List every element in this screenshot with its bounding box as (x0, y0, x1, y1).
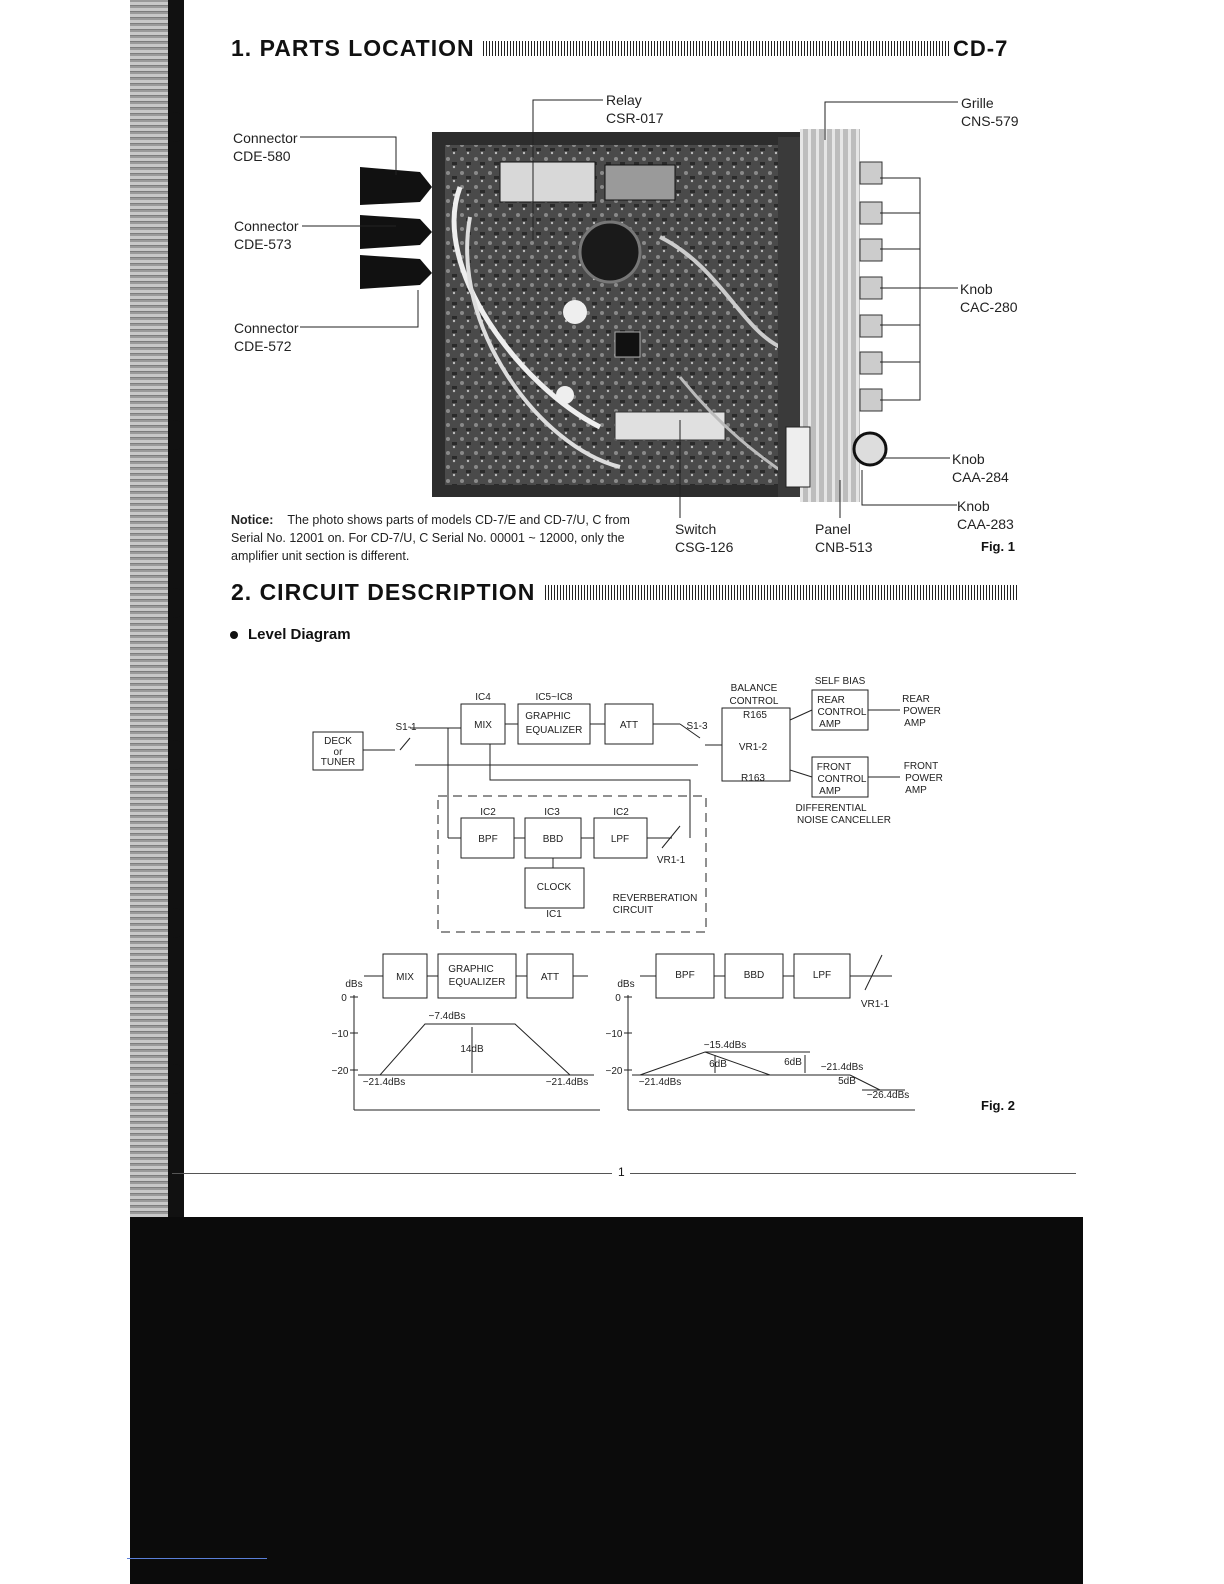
block-lpf: LPF (611, 834, 629, 845)
footer-rule-left (172, 1173, 612, 1174)
graph-block-graphic: GRAPHIC (448, 964, 494, 975)
scan-artifact-line (127, 1558, 267, 1559)
label-front-out: FRONT (904, 761, 938, 772)
left-axis-unit: dBs (345, 979, 362, 990)
bullet-dot (230, 631, 238, 639)
title-rule-hatch (545, 585, 1017, 600)
right-input-level: −21.4dBs (639, 1077, 682, 1088)
switch-s1-3: S1-3 (686, 721, 708, 732)
right-drop-6db-b: 6dB (784, 1057, 802, 1068)
label-ic1: IC1 (546, 909, 562, 920)
label-vr1-1: VR1-1 (657, 855, 686, 866)
label-balance-control: CONTROL (730, 696, 779, 707)
block-bpf: BPF (478, 834, 497, 845)
label-r163: R163 (741, 773, 765, 784)
block-rear-amp: AMP (819, 719, 841, 730)
graph-block-bpf: BPF (675, 970, 694, 981)
right-axis-unit: dBs (617, 979, 634, 990)
label-vr1-2: VR1-2 (739, 742, 768, 753)
scan-black-area (130, 1217, 1083, 1584)
label-front-power-amp: AMP (905, 785, 927, 796)
graph-block-equalizer: EQUALIZER (449, 977, 506, 988)
right-tick-0: 0 (615, 993, 621, 1004)
right-peak-level: −15.4dBs (704, 1040, 747, 1051)
left-peak-level: −7.4dBs (429, 1011, 466, 1022)
block-graphic: GRAPHIC (525, 711, 571, 722)
block-clock: CLOCK (537, 882, 572, 893)
label-noise-canceller: NOISE CANCELLER (797, 815, 891, 826)
graph-block-att: ATT (541, 972, 559, 983)
label-reverberation: REVERBERATION (613, 893, 698, 904)
footer-rule-right (630, 1173, 1076, 1174)
label-front-power: POWER (905, 773, 943, 784)
block-att: ATT (620, 720, 638, 731)
figure-2-caption: Fig. 2 (981, 1098, 1015, 1113)
label-rear-power-amp: AMP (904, 718, 926, 729)
left-tick-0: 0 (341, 993, 347, 1004)
block-diagram: DECK or TUNER S1-1 IC4 MIX IC5~IC8 GRAPH… (0, 660, 1224, 940)
notice-paragraph: Notice:The photo shows parts of models C… (231, 511, 651, 565)
right-drop-5db: 5dB (838, 1076, 856, 1087)
block-equalizer: EQUALIZER (526, 725, 583, 736)
label-differential: DIFFERENTIAL (795, 803, 867, 814)
right-tick-10: −10 (606, 1029, 623, 1040)
block-rear: REAR (817, 695, 845, 706)
left-tick-20: −20 (332, 1066, 349, 1077)
level-diagram-heading: Level Diagram (230, 626, 351, 643)
label-self-bias: SELF BIAS (815, 676, 866, 687)
label-ic4: IC4 (475, 692, 491, 703)
label-rear-power: POWER (903, 706, 941, 717)
right-tick-20: −20 (606, 1066, 623, 1077)
block-front: FRONT (817, 762, 851, 773)
block-deck: DECK (324, 736, 352, 747)
label-balance: BALANCE (731, 683, 778, 694)
right-output-level: −21.4dBs (821, 1062, 864, 1073)
label-ic5-ic8: IC5~IC8 (536, 692, 573, 703)
left-output-level: −21.4dBs (546, 1077, 589, 1088)
block-front-amp: AMP (819, 786, 841, 797)
label-reverberation-circuit: CIRCUIT (613, 905, 654, 916)
block-mix: MIX (474, 720, 492, 731)
left-tick-10: −10 (332, 1029, 349, 1040)
block-tuner: TUNER (321, 757, 355, 768)
label-ic2-a: IC2 (480, 807, 496, 818)
left-input-level: −21.4dBs (363, 1077, 406, 1088)
label-ic3: IC3 (544, 807, 560, 818)
label-rear-out: REAR (902, 694, 930, 705)
switch-s1-1: S1-1 (395, 722, 417, 733)
figure-1-caption: Fig. 1 (981, 539, 1015, 554)
block-bbd: BBD (543, 834, 564, 845)
label-ic2-b: IC2 (613, 807, 629, 818)
left-gain: 14dB (460, 1044, 484, 1055)
block-front-control: CONTROL (818, 774, 867, 785)
label-r165: R165 (743, 710, 767, 721)
leader-lines (0, 0, 1224, 600)
graph-block-lpf: LPF (813, 970, 831, 981)
page-number: 1 (618, 1165, 625, 1179)
right-drop-6db-a: 6dB (709, 1059, 727, 1070)
graph-label-vr1-1: VR1-1 (861, 999, 890, 1010)
right-end-level: −26.4dBs (867, 1090, 910, 1101)
graph-block-bbd: BBD (744, 970, 765, 981)
graph-block-mix: MIX (396, 972, 414, 983)
level-graphs: MIX GRAPHIC EQUALIZER ATT BPF BBD LPF VR… (0, 945, 1224, 1115)
block-rear-control: CONTROL (818, 707, 867, 718)
section2-title: 2. CIRCUIT DESCRIPTION (231, 579, 535, 606)
